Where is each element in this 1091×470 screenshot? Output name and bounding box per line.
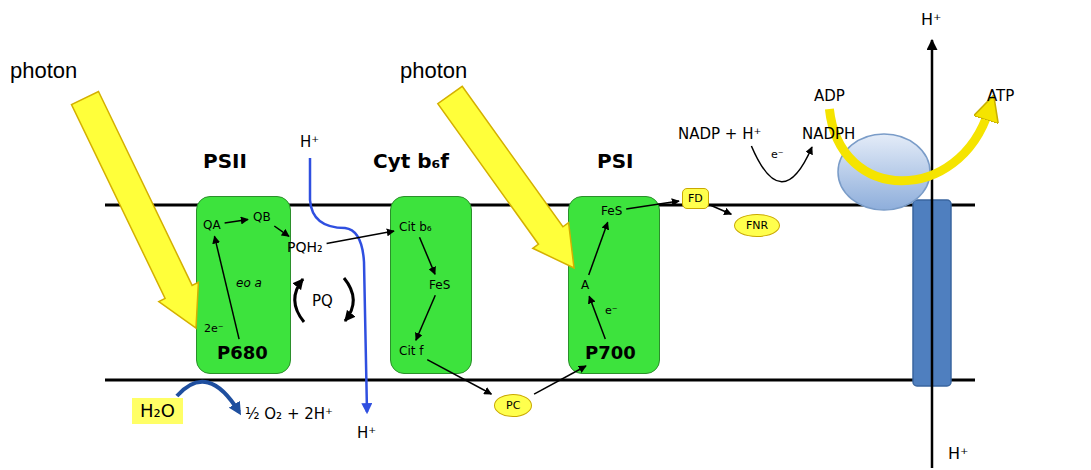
node-text: Cit b₆ bbox=[399, 220, 432, 234]
ferredoxin-box: FD bbox=[682, 188, 709, 209]
pigment-label: eo a bbox=[236, 276, 262, 290]
node-text: NADPH bbox=[802, 125, 855, 143]
node-text: FeS bbox=[601, 204, 622, 218]
carrier-label: QB bbox=[251, 209, 273, 225]
node-text: H₂O bbox=[140, 400, 175, 422]
reaction-center: P700 bbox=[583, 341, 638, 365]
edge-label: 2e⁻ bbox=[204, 322, 224, 335]
connector bbox=[327, 231, 394, 243]
cycle-arrow bbox=[344, 278, 353, 321]
node-text: ATP bbox=[987, 87, 1014, 105]
proton-label: H⁺ bbox=[357, 424, 376, 442]
carrier-label: Cit f bbox=[397, 343, 425, 359]
carrier-label: Cit b₆ bbox=[397, 219, 434, 235]
molecule-label: PQH₂ bbox=[285, 238, 325, 257]
component-heading: PSII bbox=[203, 149, 247, 173]
connector bbox=[177, 382, 239, 412]
node-text: PQH₂ bbox=[287, 239, 323, 256]
proton-label: H⁺ bbox=[300, 133, 319, 151]
carrier-label: QA bbox=[201, 217, 223, 233]
connector bbox=[711, 205, 732, 214]
photon-arrow bbox=[72, 92, 199, 329]
molecule-label: ATP bbox=[985, 86, 1016, 106]
photon-label: photon bbox=[10, 58, 77, 84]
carrier-label: FeS bbox=[427, 277, 452, 293]
node-text: QA bbox=[203, 218, 221, 232]
carrier-label: A bbox=[579, 277, 591, 293]
photosystem-box: PSIFeSAP700 bbox=[568, 196, 660, 374]
component-heading: PSI bbox=[597, 149, 634, 173]
complex-box: Cyt b₆fCit b₆FeSCit f bbox=[390, 196, 472, 374]
node-text: Cit f bbox=[399, 344, 423, 358]
node-text: FeS bbox=[429, 278, 450, 292]
plastocyanin-ellipse: PC bbox=[494, 394, 532, 417]
water-box: H₂O bbox=[132, 398, 183, 424]
node-text: QB bbox=[253, 210, 271, 224]
node-text: PC bbox=[506, 399, 520, 412]
pool-label: PQ bbox=[312, 292, 333, 310]
connector bbox=[751, 146, 812, 182]
reaction-center: P680 bbox=[215, 341, 270, 365]
node-text: FD bbox=[688, 192, 703, 205]
proton-path bbox=[310, 158, 367, 412]
connector bbox=[829, 109, 989, 181]
node-text: ½ O₂ + 2H⁺ bbox=[245, 405, 333, 423]
node-text: ADP bbox=[814, 87, 845, 105]
enzyme-ellipse: FNR bbox=[734, 214, 780, 237]
molecule-label: NADP + H⁺ bbox=[676, 124, 763, 144]
connector bbox=[534, 366, 586, 394]
node-text: P700 bbox=[585, 342, 636, 364]
node-text: P680 bbox=[217, 342, 268, 364]
membrane-line bbox=[105, 379, 975, 382]
component-heading: Cyt b₆f bbox=[373, 149, 449, 173]
edge-label: e⁻ bbox=[605, 304, 618, 317]
node-text: NADP + H⁺ bbox=[678, 125, 761, 143]
proton-label: H⁺ bbox=[948, 444, 968, 463]
product-label: ½ O₂ + 2H⁺ bbox=[243, 404, 335, 424]
proton-label: H⁺ bbox=[921, 10, 941, 29]
atp-synthase-head bbox=[838, 134, 930, 210]
node-text: A bbox=[581, 278, 589, 292]
carrier-label: FeS bbox=[599, 203, 624, 219]
edge-label: e⁻ bbox=[771, 148, 784, 161]
photon-label: photon bbox=[400, 58, 467, 84]
node-text: FNR bbox=[746, 219, 768, 232]
cycle-arrow bbox=[295, 279, 304, 322]
molecule-label: ADP bbox=[812, 86, 847, 106]
molecule-label: NADPH bbox=[800, 124, 857, 144]
proton-flow-arrow bbox=[931, 40, 934, 468]
